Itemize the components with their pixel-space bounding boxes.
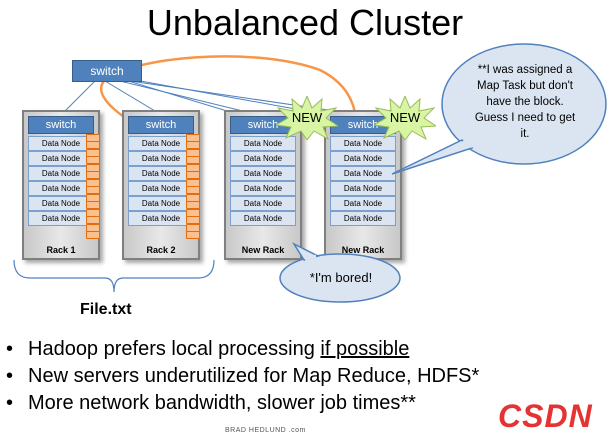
data-node: Data Node: [330, 151, 396, 166]
rack-label: New Rack: [241, 245, 285, 255]
csdn-watermark: CSDN: [498, 398, 593, 434]
bullet-item: • Hadoop prefers local processing if poss…: [6, 336, 479, 363]
bullet-text: New servers underutilized for Map Reduce…: [28, 365, 480, 387]
bullet-text: Hadoop prefers local processing: [28, 338, 321, 360]
new-badge-text: NEW: [292, 110, 323, 125]
rack-label: Rack 1: [46, 245, 76, 255]
callout-bored: [279, 242, 401, 303]
data-node: Data Node: [28, 166, 94, 181]
data-node: Data Node: [28, 196, 94, 211]
data-node: Data Node: [330, 211, 396, 226]
new-badge-text: NEW: [390, 110, 421, 125]
data-node: Data Node: [230, 151, 296, 166]
top-switch: switch: [72, 60, 142, 82]
rack-switch: switch: [28, 116, 94, 134]
data-node: Data Node: [128, 136, 194, 151]
data-node: Data Node: [128, 151, 194, 166]
bullet-item: • More network bandwidth, slower job time…: [6, 390, 479, 417]
bullet-text: More network bandwidth, slower job times…: [28, 392, 416, 414]
data-node: Data Node: [128, 181, 194, 196]
data-node: Data Node: [330, 181, 396, 196]
data-node: Data Node: [128, 196, 194, 211]
link-rack1: [61, 80, 96, 115]
bullet-text-underlined: if possible: [320, 338, 410, 360]
data-transfer-path: [99, 55, 358, 148]
bullet-list: • Hadoop prefers local processing if poss…: [6, 336, 479, 417]
data-node: Data Node: [28, 136, 94, 151]
data-node: Data Node: [230, 166, 296, 181]
rack-switch: switch: [230, 116, 296, 134]
new-badge-burst: NEW: [276, 96, 338, 140]
data-node: Data Node: [330, 196, 396, 211]
data-node: Data Node: [230, 196, 296, 211]
data-node: Data Node: [230, 211, 296, 226]
rack-switch: switch: [128, 116, 194, 134]
slide-title: Unbalanced Cluster: [146, 2, 464, 43]
data-node: Data Node: [28, 211, 94, 226]
data-node: Data Node: [28, 181, 94, 196]
bullet-glyph: •: [6, 338, 14, 360]
rack-label: New Rack: [341, 245, 385, 255]
link-rack2: [104, 80, 161, 115]
footer-credit: BRAD HEDLUND .com: [225, 427, 306, 434]
rack-label: Rack 2: [146, 245, 176, 255]
bullet-glyph: •: [6, 365, 14, 387]
data-node: Data Node: [330, 136, 396, 151]
link-new-rack-1: [119, 80, 256, 115]
data-node: Data Node: [28, 151, 94, 166]
data-node: Data Node: [128, 166, 194, 181]
file-label: File.txt: [80, 301, 132, 318]
callout-assigned: [391, 43, 607, 175]
rack-switch: switch: [330, 116, 396, 134]
new-badge-burst: NEW: [374, 96, 436, 140]
bullet-item: • New servers underutilized for Map Reduc…: [6, 363, 479, 390]
file-bracket: [13, 259, 215, 293]
callout-bored-text: *I'm bored!: [309, 270, 373, 285]
data-node: Data Node: [128, 211, 194, 226]
callout-assigned-text: **I was assigned a Map Task but don't ha…: [474, 64, 576, 140]
new-rack-a: switch Data Node Data Node Data Node Dat…: [224, 110, 302, 260]
data-node: Data Node: [330, 166, 396, 181]
data-node: Data Node: [230, 181, 296, 196]
bullet-glyph: •: [6, 392, 14, 414]
data-node: Data Node: [230, 136, 296, 151]
